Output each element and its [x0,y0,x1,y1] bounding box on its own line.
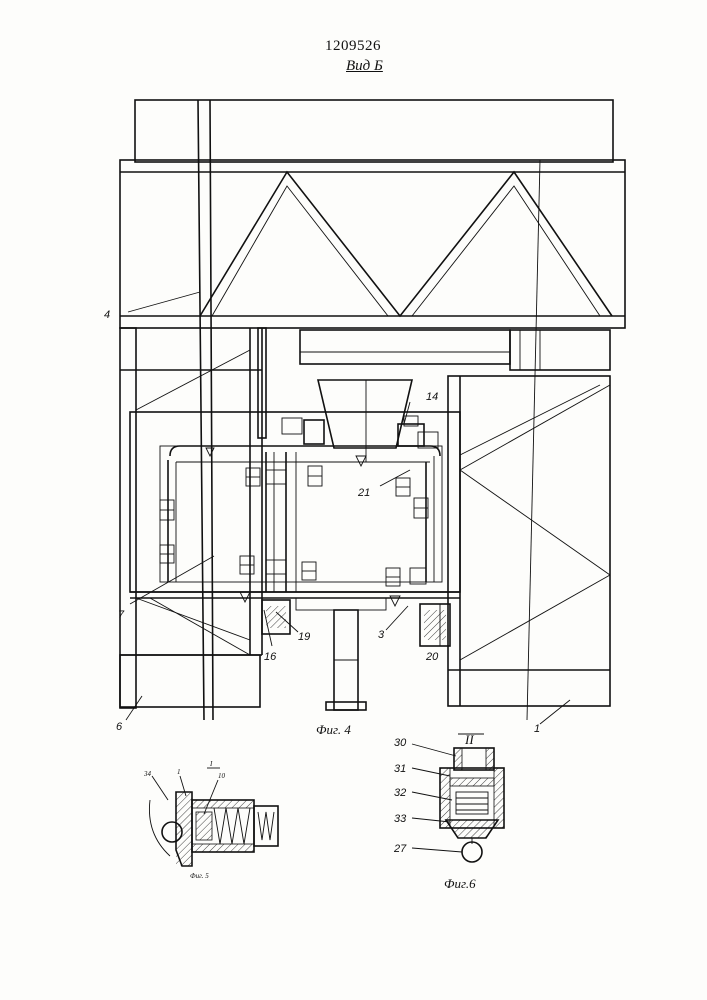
callout-21: 21 [357,487,370,499]
left-column [120,328,136,708]
figure-6: II [393,732,504,891]
callout-34: 34 [143,770,152,778]
callout-7: 7 [118,609,125,621]
figure-5-caption: Фиг. 5 [190,872,209,880]
callout-1-fig5: 1 [177,768,181,776]
truss-diagonals [200,172,612,316]
callout-3: 3 [378,629,385,641]
callout-27: 27 [393,843,407,855]
callout-6: 6 [116,721,123,733]
callout-10: 10 [218,772,226,780]
ball [462,842,482,862]
right-column [448,376,610,706]
figure-4-caption: Фиг. 4 [316,722,351,737]
figure-6-caption: Фиг.6 [444,876,476,891]
callout-20: 20 [425,651,439,663]
motor [398,424,424,446]
main-frame [130,412,460,592]
leader-lines [126,292,570,724]
callout-14: 14 [426,391,438,403]
callout-33: 33 [394,813,407,825]
top-beam [135,100,613,162]
callout-16: 16 [264,651,277,663]
truss-frame [120,160,625,328]
figure-5: I 34 1 10 Фиг. 5 [143,760,278,880]
callout-31: 31 [394,763,406,775]
callout-1: 1 [534,723,540,735]
figure-4: 4 14 21 7 19 16 3 20 6 1 Фиг. 4 [104,100,625,737]
figure-5-section-label: I [209,760,213,768]
callout-19: 19 [298,631,310,643]
spring [214,808,250,844]
callout-4: 4 [104,309,110,321]
callout-30: 30 [394,737,407,749]
right-axis-line [527,160,540,720]
callout-32: 32 [394,787,406,799]
